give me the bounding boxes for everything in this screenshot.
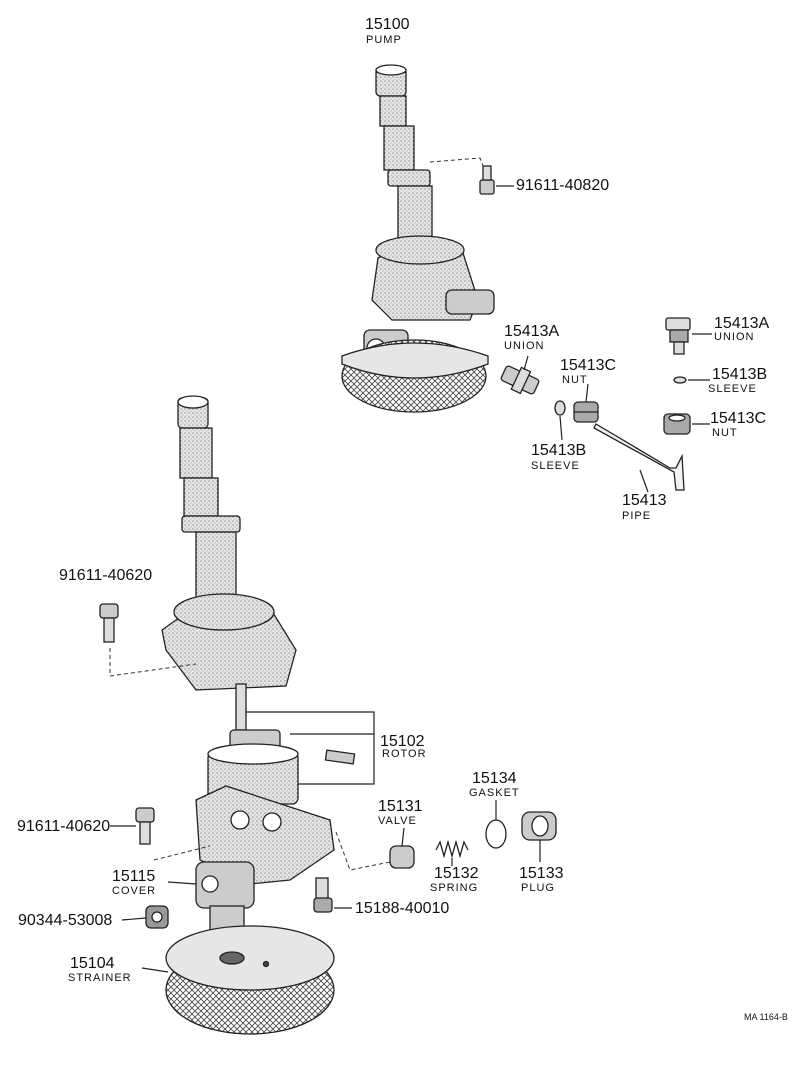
strainer-shape [165,925,335,1035]
label-pump-name: PUMP [366,34,402,46]
label-sleeve-1-name: SLEEVE [531,460,580,472]
bolt-upper-shape [479,165,495,195]
label-nut-drain-number: 90344-53008 [18,912,113,929]
label-sleeve-2-name: SLEEVE [708,383,757,395]
label-pipe-name: PIPE [622,510,652,522]
bolt-low-shape [135,807,155,845]
label-valve-name: VALVE [378,815,417,827]
pump-assembly [341,64,495,413]
label-bolt-upper-number: 91611-40820 [516,177,610,194]
valve-shape [389,845,415,869]
label-spring-name: SPRING [430,882,479,894]
label-strainer-number: 15104 [70,955,115,972]
label-cover-name: COVER [112,885,157,897]
label-union-2-name: UNION [714,331,755,343]
label-union-1-name: UNION [504,340,545,352]
cover-shape [195,785,335,945]
pump-shaft-housing [161,395,297,691]
plug-shape [521,811,557,841]
label-gasket-name: GASKET [469,787,520,799]
sleeve-2-shape [673,376,710,384]
bolt-mid-shape [99,603,119,643]
label-sleeve-2-number: 15413B [712,366,768,383]
label-spring-number: 15132 [434,865,479,882]
union-2-shape [665,317,712,355]
label-plug-name: PLUG [521,882,555,894]
label-bolt-low-number: 91611-40620 [17,818,111,835]
union-1-shape [500,365,540,395]
label-cover-number: 15115 [112,868,156,885]
label-pipe-number: 15413 [622,492,667,509]
nut-2-shape [663,413,710,435]
label-bolt-mid-number: 91611-40620 [59,567,153,584]
label-sleeve-1-number: 15413B [531,442,587,459]
label-plug-number: 15133 [519,865,564,882]
pipe-shape [593,423,685,491]
label-nut-2-name: NUT [712,427,738,439]
label-nut-1-number: 15413C [560,357,617,374]
label-rotor-name: ROTOR [382,748,427,760]
label-nut-2-number: 15413C [710,410,767,427]
nut-drain-shape [145,905,169,929]
figure-reference: MA 1164-B [744,1012,788,1022]
label-gasket-number: 15134 [472,770,517,787]
label-bolt-cover-number: 15188-40010 [355,900,450,917]
label-nut-1-name: NUT [562,374,588,386]
gasket-shape [485,819,507,849]
bolt-cover-shape [313,877,333,913]
nut-1-shape [573,401,599,423]
label-rotor-number: 15102 [380,733,425,750]
sleeve-1-shape [554,400,566,416]
spring-shape [435,839,469,859]
rotor-shape [207,683,356,805]
label-union-2-number: 15413A [714,315,770,332]
label-strainer-name: STRAINER [68,972,132,984]
label-union-1-number: 15413A [504,323,560,340]
label-pump-number: 15100 [365,16,410,33]
label-valve-number: 15131 [378,798,423,815]
